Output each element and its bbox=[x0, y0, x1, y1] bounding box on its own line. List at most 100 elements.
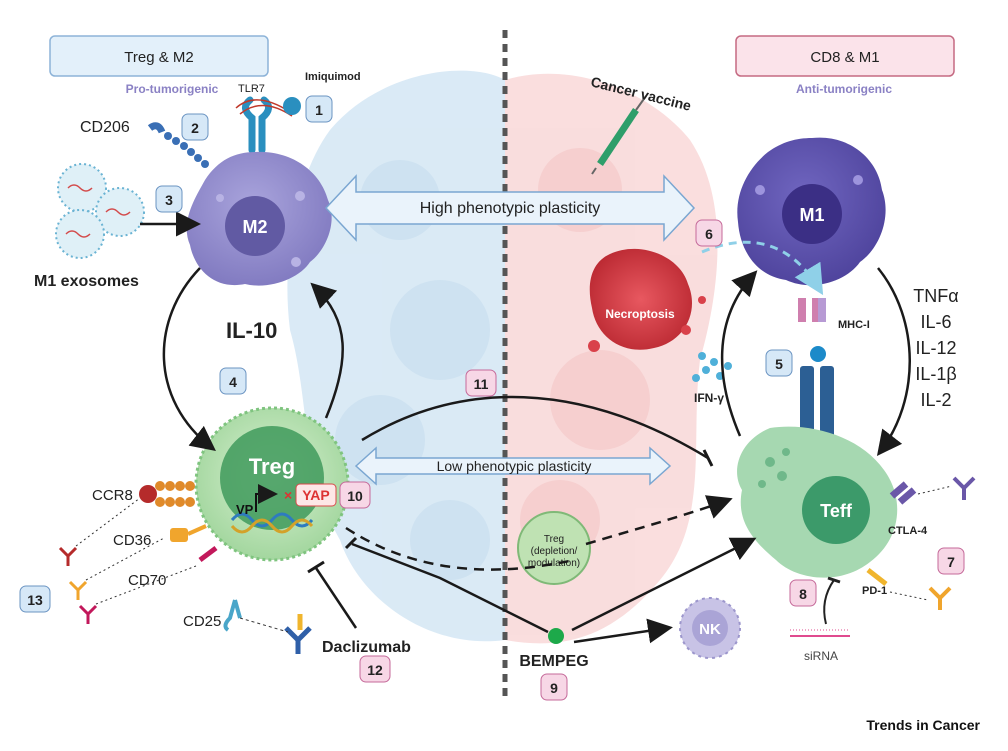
cd206-label: CD206 bbox=[80, 119, 130, 136]
m1-label: M1 bbox=[799, 205, 824, 225]
cytokine-il1b: IL-1β bbox=[915, 364, 956, 384]
teff-label: Teff bbox=[820, 501, 853, 521]
mhc1-label: MHC-I bbox=[838, 319, 870, 331]
cd70-receptor-icon bbox=[198, 546, 218, 562]
treg-cell: × bbox=[194, 406, 350, 562]
high-plasticity-arrow bbox=[324, 174, 696, 242]
badge-3: 3 bbox=[155, 185, 183, 213]
badges: 1 2 3 4 5 6 7 8 9 10 11 12 13 bbox=[19, 95, 965, 701]
journal-logo: Trends in Cancer bbox=[866, 717, 980, 733]
treg-depletion-cell bbox=[517, 511, 591, 585]
necroptosis-cell bbox=[588, 248, 706, 352]
nk-label: NK bbox=[699, 621, 721, 638]
nk-cell bbox=[679, 597, 741, 659]
cytokine-il12: IL-12 bbox=[915, 338, 956, 358]
header-title-treg-m2: Treg & M2 bbox=[124, 49, 193, 66]
svg-text:2: 2 bbox=[191, 120, 199, 136]
badge-10: 10 bbox=[339, 481, 371, 509]
il10-label: IL-10 bbox=[226, 318, 277, 343]
low-plasticity-arrow bbox=[354, 446, 672, 486]
imiquimod-label: Imiquimod bbox=[305, 71, 361, 83]
treg-depletion-line2: (depletion/ bbox=[531, 546, 578, 557]
sirna-label: siRNA bbox=[804, 649, 838, 663]
arrows bbox=[140, 211, 911, 644]
antigen-presentation-arrow bbox=[701, 240, 824, 296]
badge-1: 1 bbox=[305, 95, 333, 123]
svg-text:1: 1 bbox=[315, 102, 323, 118]
syringe-icon bbox=[591, 95, 647, 175]
tlr7-receptor-icon bbox=[235, 96, 301, 154]
header-box-treg-m2 bbox=[49, 35, 269, 77]
antibody-icons-13 bbox=[58, 546, 98, 624]
badge-11: 11 bbox=[465, 369, 497, 397]
badge-4: 4 bbox=[219, 367, 247, 395]
pd1-label: PD-1 bbox=[862, 585, 887, 597]
mhc1-icon bbox=[798, 298, 826, 322]
ifn-gamma-icon bbox=[692, 352, 732, 382]
ctla4-antibody-icon bbox=[952, 476, 976, 500]
ccr8-label: CCR8 bbox=[92, 487, 133, 504]
cd36-label: CD36 bbox=[113, 532, 151, 549]
badge-7: 7 bbox=[937, 547, 965, 575]
svg-text:11: 11 bbox=[474, 376, 489, 392]
svg-text:6: 6 bbox=[705, 226, 713, 242]
tumor-background-blue bbox=[287, 70, 505, 642]
anti-tumorigenic-label: Anti-tumorigenic bbox=[796, 82, 892, 96]
cd25-label: CD25 bbox=[183, 613, 221, 630]
tcr-icon bbox=[800, 366, 834, 444]
cd25-receptor-icon bbox=[223, 599, 242, 632]
badge-13: 13 bbox=[19, 585, 51, 613]
daclizumab-label: Daclizumab bbox=[322, 639, 411, 656]
pd1-antibody-icon bbox=[928, 586, 952, 610]
m1-exosomes-label: M1 exosomes bbox=[34, 273, 139, 290]
svg-text:7: 7 bbox=[947, 554, 955, 570]
svg-text:10: 10 bbox=[347, 488, 363, 504]
m1-exosomes-icon bbox=[55, 163, 145, 259]
badge-12: 12 bbox=[359, 655, 391, 683]
antigen-icon bbox=[810, 346, 826, 362]
ctla4-receptor-icon bbox=[889, 481, 917, 505]
tlr7-label: TLR7 bbox=[238, 83, 265, 95]
badge-9: 9 bbox=[540, 673, 568, 701]
badge-6: 6 bbox=[695, 219, 723, 247]
badge-8: 8 bbox=[789, 579, 817, 607]
svg-text:3: 3 bbox=[165, 192, 173, 208]
svg-text:9: 9 bbox=[550, 680, 558, 696]
header-box-cd8-m1 bbox=[735, 35, 955, 77]
treg-depletion-line3: modulation) bbox=[528, 558, 580, 569]
m2-macrophage bbox=[186, 151, 332, 286]
svg-text:8: 8 bbox=[799, 586, 807, 602]
bempeg-label: BEMPEG bbox=[519, 653, 588, 670]
badge-5: 5 bbox=[765, 349, 793, 377]
low-plasticity-label: Low phenotypic plasticity bbox=[437, 458, 592, 474]
pd1-receptor-icon bbox=[866, 568, 888, 586]
yap-label: YAP bbox=[302, 487, 330, 503]
cytokine-il2: IL-2 bbox=[920, 390, 951, 410]
svg-text:13: 13 bbox=[27, 592, 43, 608]
necroptosis-label: Necroptosis bbox=[605, 307, 675, 321]
sirna-inhibit-line bbox=[823, 579, 835, 625]
m2-label: M2 bbox=[242, 217, 267, 237]
ifn-gamma-label: IFN-γ bbox=[694, 391, 724, 405]
ctla4-label: CTLA-4 bbox=[888, 525, 928, 537]
yap-box bbox=[295, 483, 337, 507]
cytokine-il6: IL-6 bbox=[920, 312, 951, 332]
cd70-label: CD70 bbox=[128, 572, 166, 589]
sirna-icon bbox=[790, 629, 850, 637]
svg-text:×: × bbox=[284, 487, 292, 503]
svg-text:4: 4 bbox=[229, 374, 237, 390]
high-plasticity-label: High phenotypic plasticity bbox=[420, 200, 601, 217]
pro-tumorigenic-label: Pro-tumorigenic bbox=[126, 82, 219, 96]
vp-label: VP bbox=[236, 502, 254, 517]
header-title-cd8-m1: CD8 & M1 bbox=[810, 49, 879, 66]
treg-depletion-title: Treg bbox=[544, 534, 564, 545]
badge-2: 2 bbox=[181, 113, 209, 141]
svg-text:5: 5 bbox=[775, 356, 783, 372]
daclizumab-antibody-icon bbox=[284, 614, 312, 654]
bempeg-icon bbox=[548, 628, 564, 644]
cd206-receptor-icon bbox=[147, 122, 209, 168]
svg-text:12: 12 bbox=[367, 662, 383, 678]
teff-cell bbox=[737, 426, 898, 578]
treg-label: Treg bbox=[249, 454, 295, 479]
